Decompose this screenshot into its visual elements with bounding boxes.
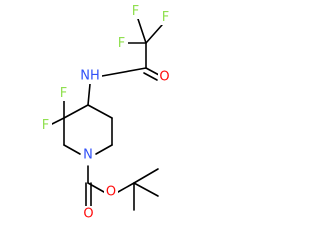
carbamate-carbonyl-oxygen-label: O — [83, 207, 93, 222]
ring-nitrogen-label: N — [83, 148, 93, 163]
bond-ester-o-tbu — [117, 182, 135, 193]
amide-nitrogen-label: NH — [80, 69, 100, 84]
atom-f-top-left: F — [129, 4, 142, 19]
fluorine-label: F — [162, 10, 169, 25]
ester-oxygen-label: O — [106, 185, 116, 200]
bond-ring-c6-n — [95, 144, 113, 155]
atom-ring-n: N — [81, 146, 95, 164]
atom-nh: NH — [78, 68, 102, 84]
bond-carbonyl-double-a — [145, 67, 160, 76]
bonds — [51, 18, 163, 211]
atom-boc-o-double: O — [82, 206, 95, 222]
bond-ring-c4-c5 — [87, 104, 113, 119]
atom-f-top-right: F — [159, 10, 172, 25]
fluorine-label: F — [118, 36, 125, 51]
bond-carbonyl-double-b — [143, 72, 158, 81]
bond-nh-ring — [87, 83, 91, 106]
molecule-structure: F F F NH O F F N — [39, 4, 172, 222]
bond-carbonyl-nh — [101, 67, 147, 77]
atom-labels: F F F NH O F F N — [39, 4, 172, 222]
carbonyl-oxygen-label: O — [159, 70, 169, 85]
bond-tbu-me-right — [133, 182, 159, 197]
atom-f-left: F — [115, 36, 128, 51]
bond-cf3-f-top-right — [145, 24, 163, 44]
atom-boc-o-single: O — [104, 184, 118, 200]
fluorine-label: F — [60, 86, 67, 101]
fluorine-label: F — [132, 4, 139, 19]
bond-tbu-me-up — [133, 168, 159, 184]
atom-carbonyl-o: O — [158, 69, 171, 85]
bond-carbamate-ester-o — [87, 182, 105, 193]
atom-f-ring-lower: F — [39, 118, 52, 133]
bond-cf3-f-top-left — [137, 18, 147, 44]
bond-ring-c4-c3 — [63, 104, 89, 119]
atom-f-ring-upper: F — [57, 86, 70, 101]
bond-ring-n-c2 — [63, 144, 81, 155]
fluorine-label: F — [42, 118, 49, 133]
bond-c3-f-lower — [51, 117, 65, 125]
